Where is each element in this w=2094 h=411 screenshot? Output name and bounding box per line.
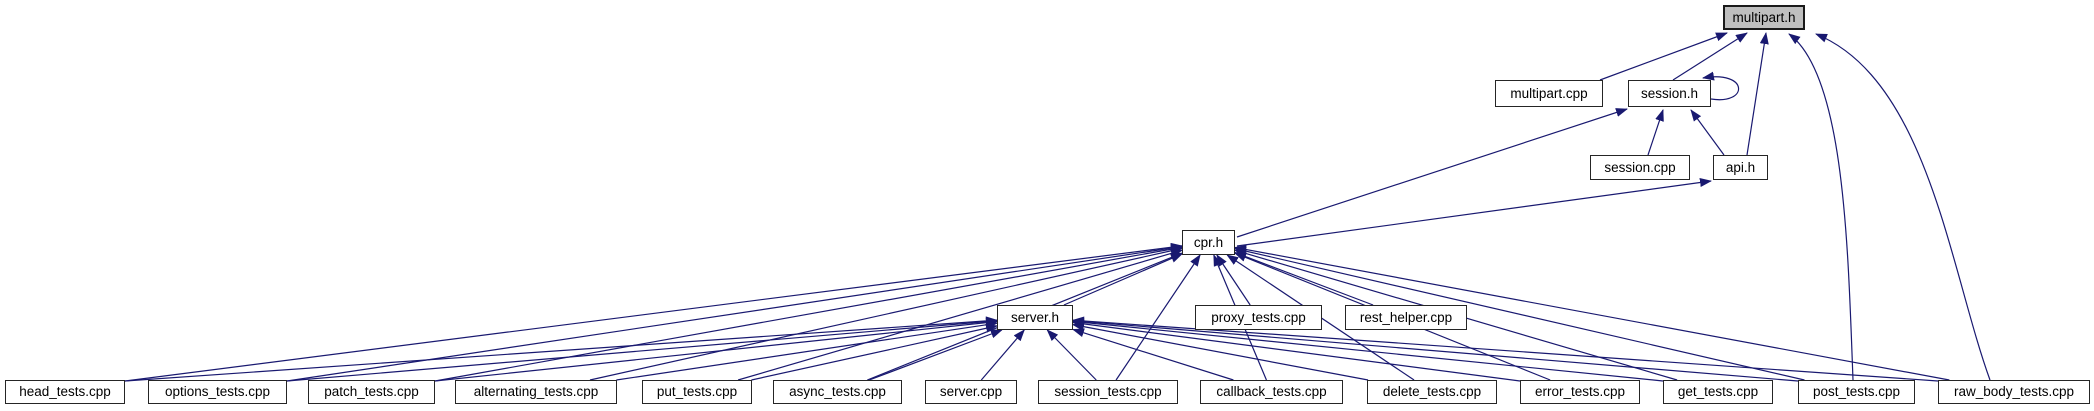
node-options_tests_cpp[interactable]: options_tests.cpp [148, 380, 287, 404]
node-server_h[interactable]: server.h [997, 305, 1073, 330]
node-patch_tests_cpp[interactable]: patch_tests.cpp [308, 380, 435, 404]
edge-post_tests_cpp-to-cpr_h [1234, 246, 1805, 381]
edge-post_tests_cpp-to-server_h [1072, 317, 1799, 382]
edges-group [124, 32, 1991, 382]
node-error_tests_cpp[interactable]: error_tests.cpp [1520, 380, 1640, 404]
edge-put_tests_cpp-to-cpr_h [737, 249, 1183, 381]
node-post_tests_cpp[interactable]: post_tests.cpp [1798, 380, 1915, 404]
edge-cpr_h-to-session_h [1236, 108, 1628, 238]
edge-patch_tests_cpp-to-server_h [434, 318, 998, 382]
edge-head_tests_cpp-to-server_h [124, 316, 998, 382]
edge-delete_tests_cpp-to-server_h [1072, 322, 1369, 381]
node-put_tests_cpp[interactable]: put_tests.cpp [642, 380, 752, 404]
edge-rest_helper_cpp-to-cpr_h [1234, 252, 1374, 306]
edge-proxy_tests_cpp-to-cpr_h [1216, 254, 1251, 306]
node-delete_tests_cpp[interactable]: delete_tests.cpp [1367, 380, 1497, 404]
edge-session_cpp-to-session_h [1647, 109, 1664, 156]
edge-raw_body_tests_cpp-to-multipart_h [1815, 33, 1991, 381]
node-rest_helper_cpp[interactable]: rest_helper.cpp [1345, 305, 1467, 330]
node-cpr_h[interactable]: cpr.h [1182, 230, 1235, 255]
edge-multipart_cpp-to-multipart_h [1599, 32, 1728, 81]
node-async_tests_cpp[interactable]: async_tests.cpp [773, 380, 902, 404]
edge-head_tests_cpp-to-cpr_h [124, 242, 1183, 382]
edge-patch_tests_cpp-to-cpr_h [434, 244, 1183, 382]
edge-session_tests_cpp-to-server_h [1046, 329, 1097, 381]
edge-callback_tests_cpp-to-server_h [1072, 328, 1234, 381]
edge-session_h-to-session_h [1702, 71, 1740, 101]
edge-get_tests_cpp-to-server_h [1072, 317, 1664, 382]
node-session_cpp[interactable]: session.cpp [1590, 155, 1690, 180]
edge-put_tests_cpp-to-server_h [751, 323, 998, 381]
edge-server_h-to-cpr_h [1063, 253, 1183, 306]
edge-api_h-to-session_h [1690, 109, 1725, 156]
edge-options_tests_cpp-to-cpr_h [286, 243, 1183, 382]
edge-alternating_tests_cpp-to-cpr_h [589, 246, 1183, 381]
edge-session_h-to-multipart_h [1672, 32, 1748, 81]
edge-post_tests_cpp-to-multipart_h [1788, 33, 1854, 381]
edge-raw_body_tests_cpp-to-server_h [1072, 316, 1939, 382]
node-multipart_cpp[interactable]: multipart.cpp [1495, 80, 1603, 107]
node-alternating_tests_cpp[interactable]: alternating_tests.cpp [455, 380, 617, 404]
node-callback_tests_cpp[interactable]: callback_tests.cpp [1200, 380, 1343, 404]
edge-server_cpp-to-server_h [980, 329, 1025, 381]
node-api_h[interactable]: api.h [1713, 155, 1768, 180]
edge-api_h-to-multipart_h [1746, 32, 1769, 156]
edge-async_tests_cpp-to-server_h [869, 329, 1003, 381]
edge-error_tests_cpp-to-server_h [1072, 319, 1521, 382]
node-proxy_tests_cpp[interactable]: proxy_tests.cpp [1195, 305, 1322, 330]
edge-options_tests_cpp-to-server_h [286, 317, 998, 382]
node-raw_body_tests_cpp[interactable]: raw_body_tests.cpp [1938, 380, 2090, 404]
node-session_h[interactable]: session.h [1628, 80, 1711, 107]
edge-cpr_h-to-api_h [1236, 178, 1712, 247]
node-session_tests_cpp[interactable]: session_tests.cpp [1038, 380, 1178, 404]
node-head_tests_cpp[interactable]: head_tests.cpp [5, 380, 125, 404]
node-server_cpp[interactable]: server.cpp [925, 380, 1017, 404]
edge-alternating_tests_cpp-to-server_h [616, 320, 998, 381]
edge-raw_body_tests_cpp-to-cpr_h [1234, 245, 1950, 381]
node-get_tests_cpp[interactable]: get_tests.cpp [1663, 380, 1773, 404]
edge-session_tests_cpp-to-cpr_h [1115, 254, 1201, 381]
node-multipart_h: multipart.h [1723, 5, 1805, 30]
